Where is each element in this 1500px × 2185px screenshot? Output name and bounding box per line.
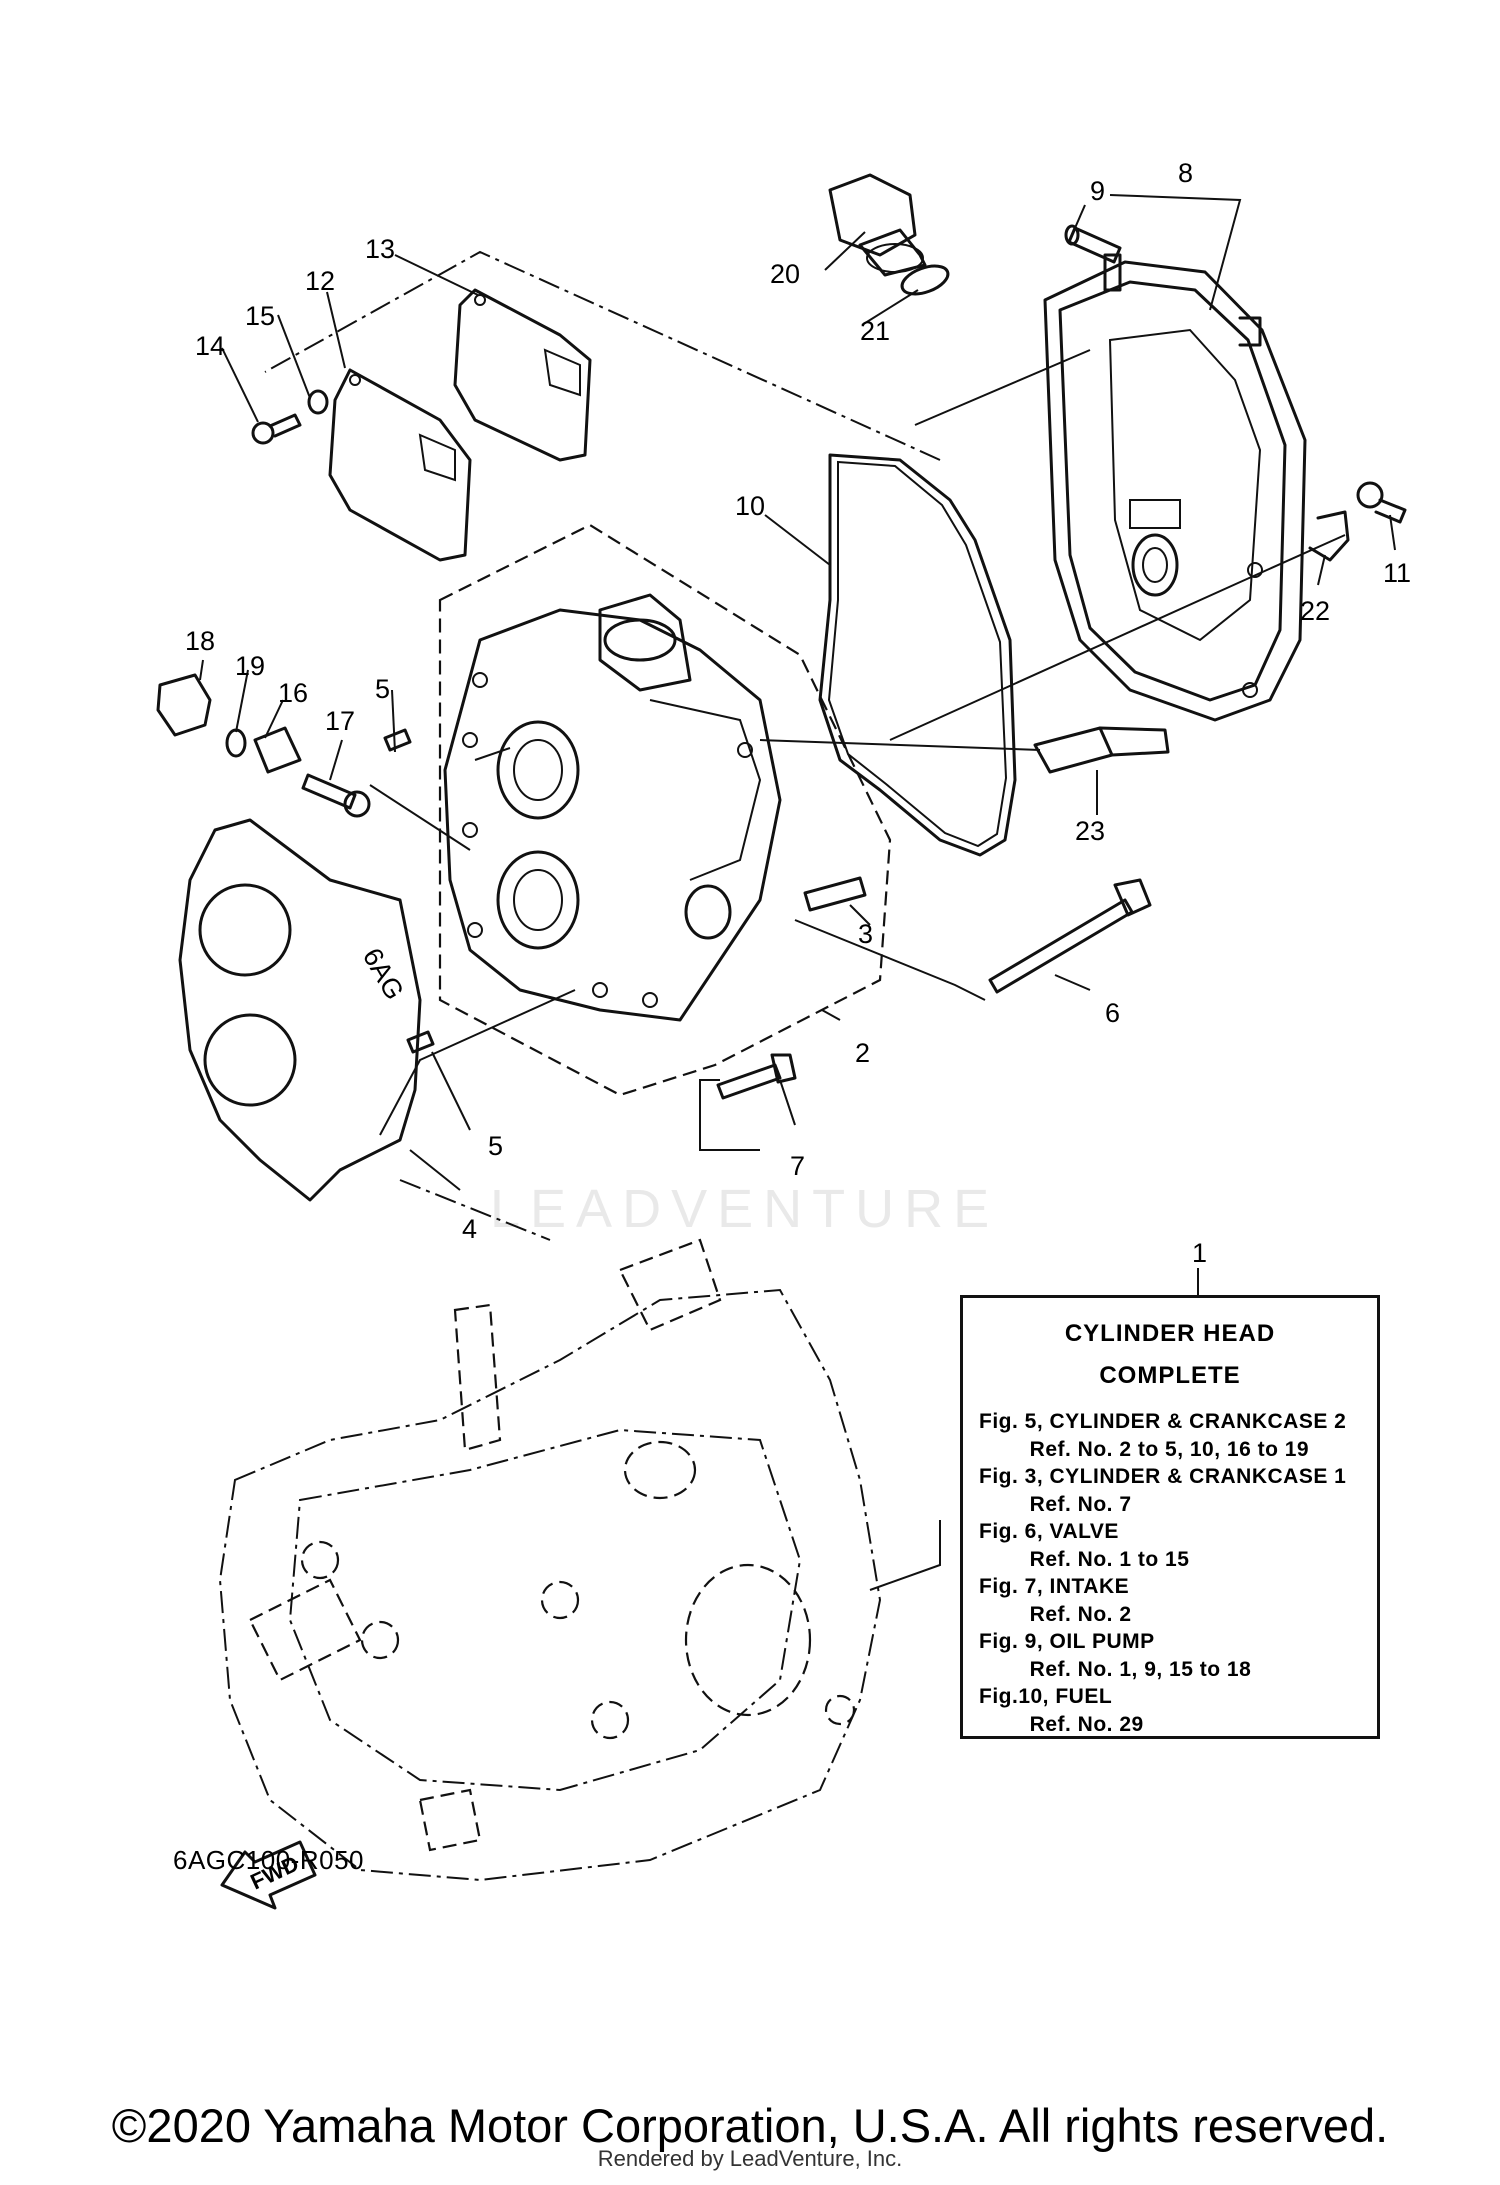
note-title-line1: CYLINDER HEAD	[1064, 1320, 1276, 1347]
note-line: Ref. No. 7	[979, 1492, 1132, 1516]
hose-fitting-part[interactable]	[1064, 224, 1122, 264]
callout-18: 18	[185, 626, 215, 656]
cover-plate-12[interactable]	[328, 368, 472, 562]
sleeve-16[interactable]	[253, 726, 302, 774]
callout-5-upper: 5	[375, 674, 390, 704]
bolt-11[interactable]	[1356, 481, 1407, 524]
cylinder-head-part[interactable]	[438, 523, 892, 1097]
callout-10: 10	[735, 491, 765, 521]
callout-17: 17	[325, 706, 355, 736]
callout-5-lower: 5	[488, 1131, 503, 1161]
note-title-line2: COMPLETE	[1099, 1362, 1241, 1389]
note-line: Fig. 9, OIL PUMP	[979, 1630, 1155, 1653]
cylinder-head-gasket-part[interactable]: 6AG	[178, 818, 422, 1202]
callout-14: 14	[195, 331, 225, 361]
note-line: Ref. No. 2 to 5, 10, 16 to 19	[979, 1437, 1310, 1461]
note-line: Fig. 6, VALVE	[979, 1520, 1119, 1543]
diagram-code: 6AGC100-R050	[173, 1845, 364, 1875]
washer-15[interactable]	[307, 389, 329, 415]
watermark-text: LEADVENTURE	[490, 1179, 1000, 1239]
callout-8: 8	[1178, 158, 1193, 188]
note-line: Ref. No. 2	[979, 1602, 1132, 1626]
dowel-pin-upper[interactable]	[383, 728, 412, 752]
callout-7: 7	[790, 1151, 805, 1181]
callout-15: 15	[245, 301, 275, 331]
copyright-notice: ©2020 Yamaha Motor Corporation, U.S.A. A…	[111, 2099, 1389, 2152]
callout-16: 16	[278, 678, 308, 708]
spark-plug-23[interactable]	[1033, 726, 1170, 774]
oil-filler-cap-part[interactable]	[828, 173, 927, 277]
note-line: Fig. 7, INTAKE	[979, 1575, 1130, 1598]
callout-3: 3	[858, 919, 873, 949]
plug-18[interactable]	[156, 673, 212, 737]
callout-leaders	[199, 194, 1396, 1295]
bolt-17[interactable]	[301, 773, 371, 818]
note-line: Fig.10, FUEL	[979, 1685, 1113, 1708]
note-line: Ref. No. 1 to 15	[979, 1547, 1190, 1571]
callout-6: 6	[1105, 998, 1120, 1028]
valve-cover-gasket-part[interactable]	[818, 453, 1017, 857]
callout-9: 9	[1090, 176, 1105, 206]
note-line: Fig. 3, CYLINDER & CRANKCASE 1	[979, 1465, 1347, 1488]
callout-23: 23	[1075, 816, 1105, 846]
note-line: Ref. No. 29	[979, 1712, 1144, 1736]
assembly-lines	[264, 250, 1346, 1591]
screw-14[interactable]	[251, 413, 302, 445]
callout-4: 4	[462, 1214, 477, 1244]
note-lines: Fig. 5, CYLINDER & CRANKCASE 2 Ref. No. …	[979, 1408, 1369, 1738]
callout-19: 19	[235, 651, 265, 681]
callout-20: 20	[770, 259, 800, 289]
o-ring-19[interactable]	[225, 728, 247, 758]
callout-1: 1	[1192, 1238, 1207, 1268]
sleeve-3[interactable]	[803, 876, 867, 912]
gasket-mark: 6AG	[357, 943, 410, 1005]
dowel-pin-lower[interactable]	[406, 1030, 435, 1054]
note-line: Ref. No. 1, 9, 15 to 18	[979, 1657, 1252, 1681]
callout-21: 21	[860, 316, 890, 346]
bolt-6[interactable]	[988, 878, 1152, 994]
callout-11: 11	[1383, 558, 1411, 588]
callout-22: 22	[1300, 596, 1330, 626]
callout-2: 2	[855, 1038, 870, 1068]
cover-plate-13[interactable]	[453, 288, 592, 462]
valve-cover-part[interactable]	[1043, 253, 1307, 722]
note-line: Fig. 5, CYLINDER & CRANKCASE 2	[979, 1410, 1347, 1433]
callout-12: 12	[305, 266, 335, 296]
bolt-7[interactable]	[716, 1053, 797, 1100]
reference-note-box: CYLINDER HEAD COMPLETE Fig. 5, CYLINDER …	[960, 1295, 1380, 1739]
clamp-22[interactable]	[1308, 510, 1350, 562]
o-ring-part[interactable]	[898, 261, 951, 300]
callout-13: 13	[365, 234, 395, 264]
crankcase-reference	[218, 1238, 882, 1882]
rendered-by-text: Rendered by LeadVenture, Inc.	[597, 2146, 903, 2171]
